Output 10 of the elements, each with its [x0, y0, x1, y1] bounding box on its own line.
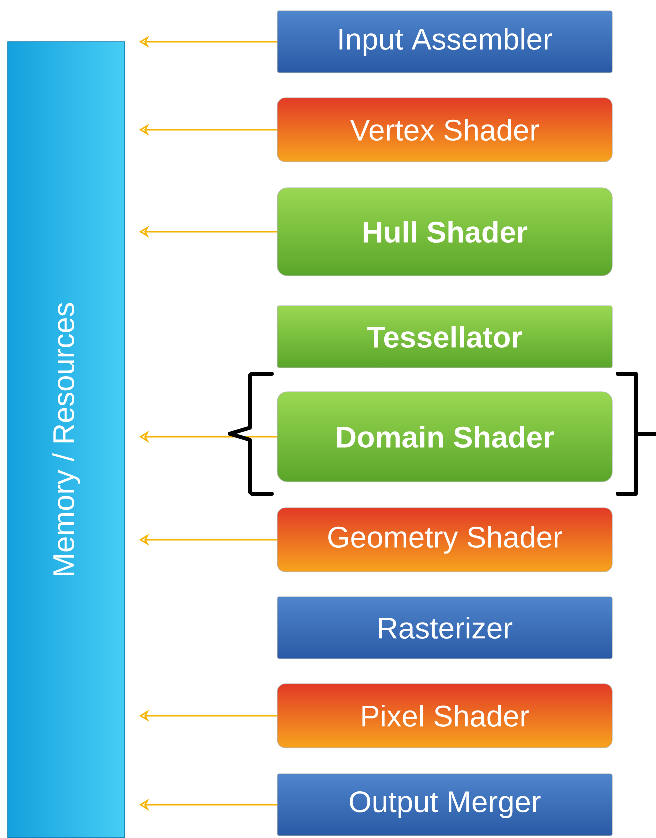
- memory-bar: Memory / Resources: [8, 42, 126, 838]
- stage-box: Hull Shader: [277, 188, 613, 276]
- stage-box: Rasterizer: [277, 596, 613, 660]
- stage-box: Vertex Shader: [277, 98, 613, 162]
- stage-box: Geometry Shader: [277, 508, 613, 572]
- stage-box: Tessellator: [277, 306, 613, 368]
- stage-box: Input Assembler: [277, 10, 613, 74]
- stage-box: Domain Shader: [277, 392, 613, 482]
- stage-box: Pixel Shader: [277, 684, 613, 748]
- stage-box: Output Merger: [277, 774, 613, 836]
